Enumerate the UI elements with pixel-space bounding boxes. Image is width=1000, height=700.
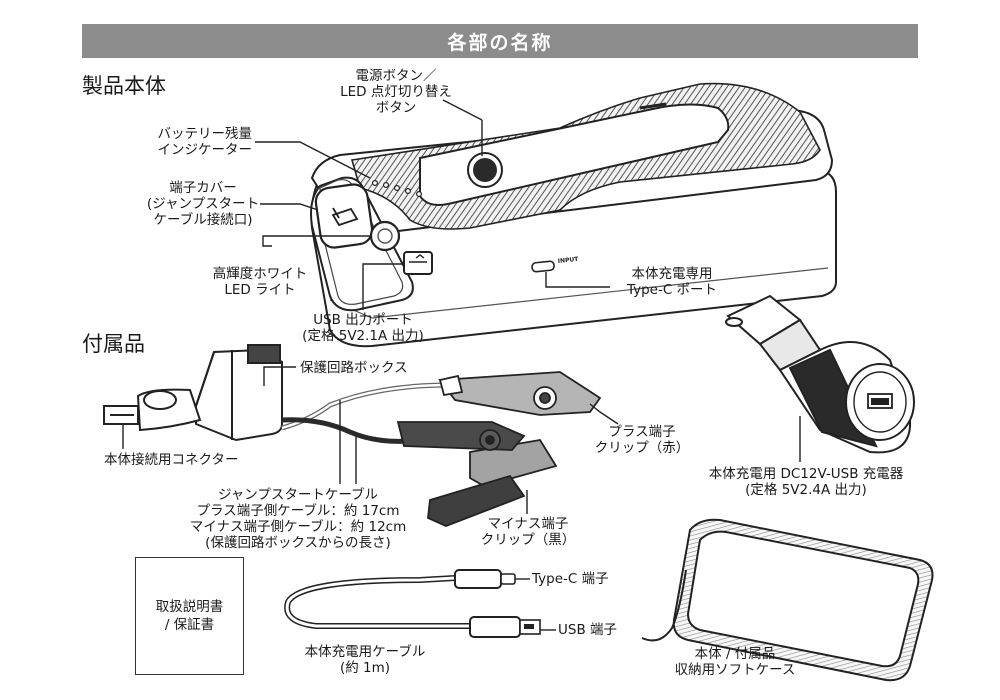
section-accessories-title: 付属品 xyxy=(82,332,145,356)
section-product-title: 製品本体 xyxy=(82,74,166,98)
title-banner: 各部の名称 xyxy=(82,24,918,58)
charge-cable xyxy=(284,569,541,638)
terminal-cover-label: 端子カバー (ジャンプスタート ケーブル接続口) xyxy=(146,180,260,228)
connector-plug xyxy=(103,388,202,432)
protection-box xyxy=(195,344,283,442)
input-text-mark: INPUT xyxy=(557,256,579,265)
battery-indicator-label: バッテリー残量 インジケーター xyxy=(157,126,253,158)
typec-end-label: Type-C 端子 xyxy=(532,571,609,587)
usb-end-label: USB 端子 xyxy=(558,622,618,638)
jump-start-port-icon xyxy=(331,207,359,227)
soft-case xyxy=(641,518,934,682)
typec-input-label: 本体充電専用 Type-C ポート xyxy=(626,266,718,298)
minus-clip-label: マイナス端子 クリップ（黒） xyxy=(480,516,576,548)
cable-leader-lines xyxy=(515,578,556,631)
manual-warranty-box: 取扱説明書 / 保証書 xyxy=(135,557,244,675)
page-title: 各部の名称 xyxy=(447,31,553,54)
jump-cables xyxy=(281,382,451,444)
soft-case-label: 本体 / 付属品 収納用ソフトケース xyxy=(674,646,796,678)
battery-indicator-leds xyxy=(372,180,423,198)
accessory-leader-lines xyxy=(122,366,619,514)
jump-starter-device xyxy=(310,82,837,348)
plus-clip-label: プラス端子 クリップ（赤） xyxy=(594,424,690,456)
device-leader-lines xyxy=(255,99,610,310)
protection-box-label: 保護回路ボックス xyxy=(300,360,408,376)
plus-clip xyxy=(438,371,602,487)
usb-port-icon xyxy=(409,254,427,263)
power-button-label: 電源ボタン／ LED 点灯切り替え ボタン xyxy=(340,68,452,116)
jump-cable-label: ジャンプスタートケーブル プラス端子側ケーブル：約 17cm マイナス端子側ケー… xyxy=(189,487,407,551)
usb-output-label: USB 出力ポート (定格 5V2.1A 出力) xyxy=(302,312,424,344)
manual-label-line2: / 保証書 xyxy=(164,617,215,633)
power-button-icon xyxy=(467,152,503,188)
charge-cable-label: 本体充電用ケーブル (約 1m) xyxy=(304,644,426,676)
car-charger xyxy=(725,294,915,454)
connector-label: 本体接続用コネクター xyxy=(104,452,239,468)
white-led-label: 高輝度ホワイト LED ライト xyxy=(212,266,308,298)
car-charger-label: 本体充電用 DC12V-USB 充電器 (定格 5V2.4A 出力) xyxy=(708,466,904,498)
manual-label-line1: 取扱説明書 xyxy=(155,599,224,615)
minus-clip xyxy=(396,421,526,527)
